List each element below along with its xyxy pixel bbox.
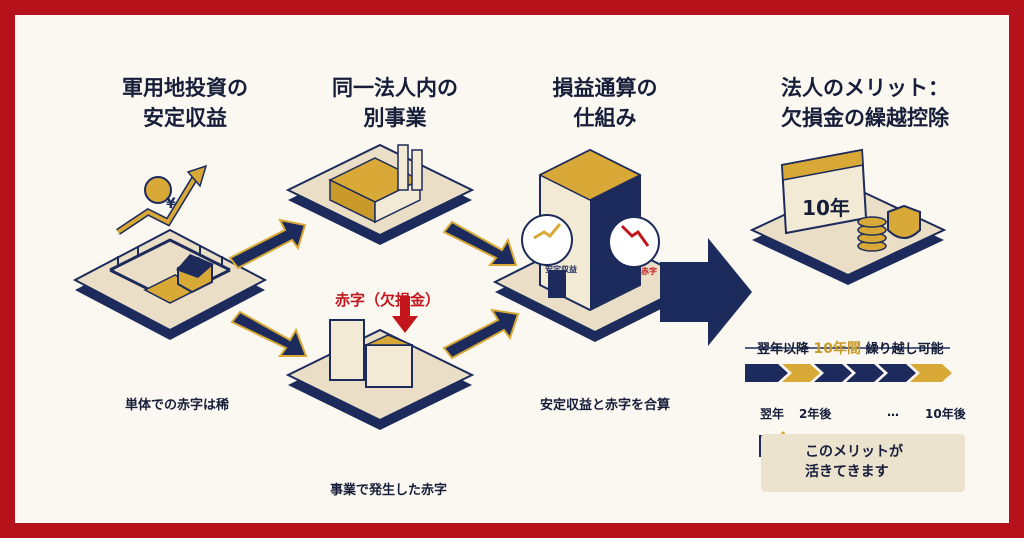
carryover-highlight: 10年間: [813, 341, 862, 357]
caption-offset: 安定収益と赤字を合算: [540, 398, 671, 413]
calendar-platform: [749, 148, 947, 285]
merit-box: このメリットが 活きてきます: [761, 434, 965, 492]
step3-title-line1: 損益通算の: [552, 76, 658, 100]
yen-symbol: ¥: [166, 196, 176, 212]
step2-title: 同一法人内の 別事業: [295, 73, 495, 133]
step4-title-line2: 欠損金の繰越控除: [781, 106, 949, 130]
shield-icon: [887, 204, 921, 239]
timeline-bar: [745, 364, 952, 382]
coin-stack-icon: [857, 216, 887, 252]
income-growth-icon: [116, 164, 208, 235]
step1-title-line1: 軍用地投資の: [122, 76, 248, 100]
carryover-text: 翌年以降 10年間 繰り越し可能: [757, 338, 944, 358]
step4-title: 法人のメリット： 欠損金の繰越控除: [745, 73, 985, 133]
arrow-to-loss-business: [230, 310, 308, 357]
timeline-start-label: 翌年: [760, 407, 785, 421]
arrow-to-business: [228, 218, 307, 270]
merit-line1: このメリットが: [805, 444, 903, 460]
merit-text: このメリットが 活きてきます: [805, 442, 903, 482]
timeline-second-label: 2年後: [799, 407, 832, 421]
arrow-loss-to-offset: [442, 308, 520, 360]
loss-business-platform: [285, 319, 475, 430]
deficit-label: 赤字（欠損金）: [335, 291, 441, 309]
step1-title-line2: 安定収益: [143, 106, 227, 130]
loss-bubble: [608, 216, 660, 268]
step4-title-line1: 法人のメリット：: [781, 76, 949, 100]
bubble-loss-label: 赤字: [641, 267, 657, 276]
caption-land: 単体での赤字は稀: [125, 398, 230, 413]
loss-trend-icon: [620, 224, 650, 247]
step2-title-line1: 同一法人内の: [332, 76, 458, 100]
loss-down-arrow: [392, 296, 418, 333]
diagram-illustration: [72, 143, 952, 457]
income-bubble: [521, 214, 573, 266]
step1-title: 軍用地投資の 安定収益: [85, 73, 285, 133]
arrow-to-merit: [660, 238, 752, 346]
step3-title: 損益通算の 仕組み: [505, 73, 705, 133]
carryover-suffix: 繰り越し可能: [865, 342, 944, 357]
step2-title-line2: 別事業: [363, 106, 427, 130]
factory-platform: [285, 143, 475, 245]
step3-title-line2: 仕組み: [573, 106, 637, 130]
timeline-end-label: 10年後: [925, 407, 966, 421]
income-trend-icon: [533, 223, 562, 240]
carryover-prefix: 翌年以降: [757, 342, 810, 357]
calendar-label: 10年: [802, 196, 850, 220]
land-platform: [72, 228, 268, 340]
timeline-ellipsis: …: [887, 405, 899, 419]
caption-business-loss: 事業で発生した赤字: [330, 483, 448, 498]
arrow-factory-to-offset: [442, 220, 518, 266]
merit-line2: 活きてきます: [805, 464, 889, 480]
bubble-income-label: 安定収益: [545, 265, 577, 274]
